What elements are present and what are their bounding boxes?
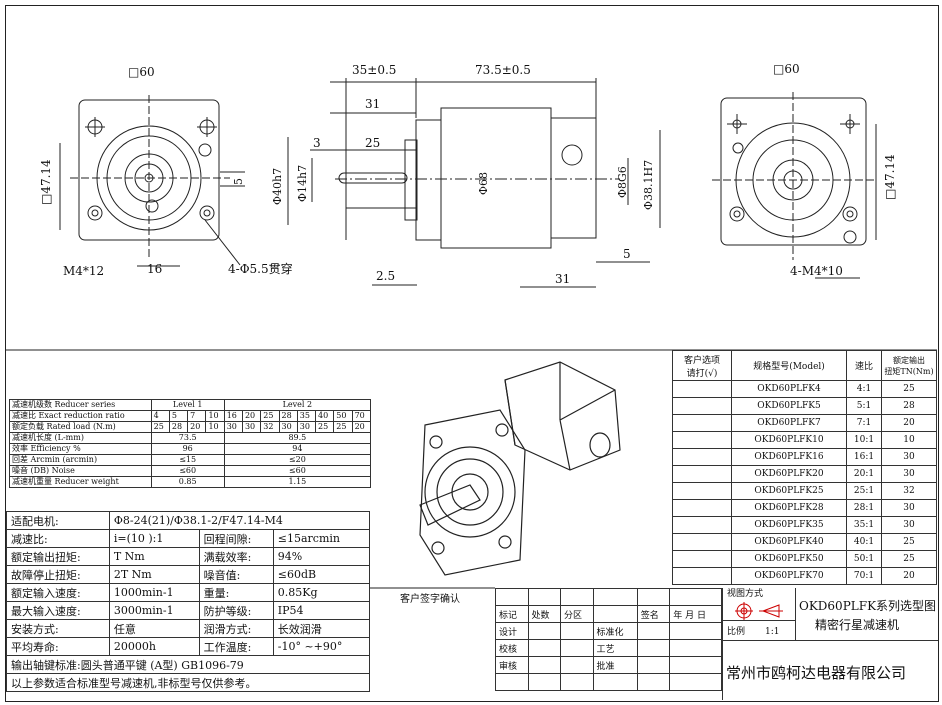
checkbox-cell[interactable] — [672, 414, 732, 432]
table-row: 噪音 (DB) Noise≤60≤60 — [9, 465, 372, 477]
checkbox-cell[interactable] — [672, 533, 732, 551]
table-row — [495, 588, 722, 606]
left-front-view — [59, 95, 245, 267]
checkbox-cell[interactable] — [672, 380, 732, 398]
right-front-view — [712, 92, 877, 279]
side-d68: Φ68 — [477, 171, 490, 195]
projection-symbol-icon — [735, 602, 783, 620]
checkbox-cell[interactable] — [672, 397, 732, 415]
spec-label: 减速机级数 Reducer series — [9, 399, 152, 411]
side-dim-a: 35±0.5 — [352, 63, 397, 77]
table-row: 回差 Arcmin (arcmin)≤15≤20 — [9, 454, 372, 466]
side-view — [287, 78, 661, 288]
side-d40: Φ40h7 — [271, 167, 284, 205]
drawing-border — [5, 5, 939, 702]
checkbox-cell[interactable] — [672, 482, 732, 500]
left-square-dim: □60 — [128, 65, 155, 79]
checkbox-cell[interactable] — [672, 448, 732, 466]
table-row: 以上参数适合标准型号减速机,非标型号仅供参考。 — [6, 673, 370, 692]
spec-table: 减速机级数 Reducer series Level 1 Level 2 减速比… — [9, 399, 372, 488]
table-row — [495, 673, 722, 691]
view-method-label: 视图方式 — [727, 589, 764, 599]
client-sign-label: 客户签字确认 — [400, 594, 460, 605]
side-dim-3: 3 — [313, 136, 321, 150]
side-d8: Φ8G6 — [616, 166, 629, 198]
side-dim-5: 5 — [623, 247, 631, 261]
scale-label: 比例 — [727, 627, 746, 637]
side-d14: Φ14h7 — [296, 164, 309, 202]
title-block-table: 标记处数 分区 签名年 月 日 设计标准化 校核工艺 审核批准 — [495, 588, 722, 691]
checkbox-cell[interactable] — [672, 431, 732, 449]
table-row: 输出轴键标准:圆头普通平键 (A型) GB1096-79 — [6, 655, 370, 674]
left-height-dim: □47.14 — [39, 159, 53, 205]
params-table: 适配电机:Φ8-24(21)/Φ38.1-2/F47.14-M4 减速比:i=(… — [6, 511, 371, 692]
drawing-subtitle: 精密行星减速机 — [815, 618, 900, 632]
checkbox-cell[interactable] — [672, 550, 732, 568]
company-name: 常州市鸥柯达电器有限公司 — [726, 664, 907, 682]
table-row: 减速机级数 Reducer series Level 1 Level 2 — [9, 399, 372, 411]
left-holes-dim: 4-Φ5.5贯穿 — [228, 262, 293, 276]
title-box: 视图方式 比例 1:1 OKD60PLFK系列选型图 精密行星减速机 常州市鸥柯… — [722, 588, 938, 700]
table-row: 适配电机:Φ8-24(21)/Φ38.1-2/F47.14-M4 — [6, 511, 371, 530]
checkbox-cell[interactable] — [672, 465, 732, 483]
side-dim-25: 25 — [365, 136, 381, 150]
right-height-dim: □47.14 — [883, 154, 897, 200]
left-offset-dim: 16 — [147, 262, 163, 276]
drawing-title: OKD60PLFK系列选型图 — [799, 599, 937, 613]
table-row: 审核批准 — [495, 656, 722, 674]
side-dim-31b: 31 — [555, 272, 571, 286]
side-d38: Φ38.1H7 — [642, 159, 655, 210]
side-dim-31: 31 — [365, 97, 381, 111]
checkbox-cell[interactable] — [672, 516, 732, 534]
table-header-row: 客户选项 请打(√) 规格型号(Model) 速比 额定输出 扭矩TN(Nm) — [672, 350, 937, 381]
isometric-view — [419, 361, 621, 576]
left-screw-dim: M4*12 — [63, 264, 105, 278]
models-table: 客户选项 请打(√) 规格型号(Model) 速比 额定输出 扭矩TN(Nm) … — [672, 350, 937, 585]
side-dim-b: 73.5±0.5 — [475, 63, 531, 77]
table-row: 设计标准化 — [495, 622, 722, 640]
side-dim-2-5: 2.5 — [376, 269, 396, 283]
table-row: 标记处数 分区 签名年 月 日 — [495, 605, 722, 623]
scale-value: 1:1 — [765, 627, 780, 637]
right-square-dim: □60 — [773, 62, 800, 76]
right-screws-dim: 4-M4*10 — [790, 264, 843, 278]
left-key-dim: 5 — [232, 178, 245, 185]
checkbox-cell[interactable] — [672, 499, 732, 517]
checkbox-cell[interactable] — [672, 567, 732, 585]
table-row: 校核工艺 — [495, 639, 722, 657]
table-row: 安装方式:任意润滑方式:长效润滑 — [6, 619, 371, 638]
